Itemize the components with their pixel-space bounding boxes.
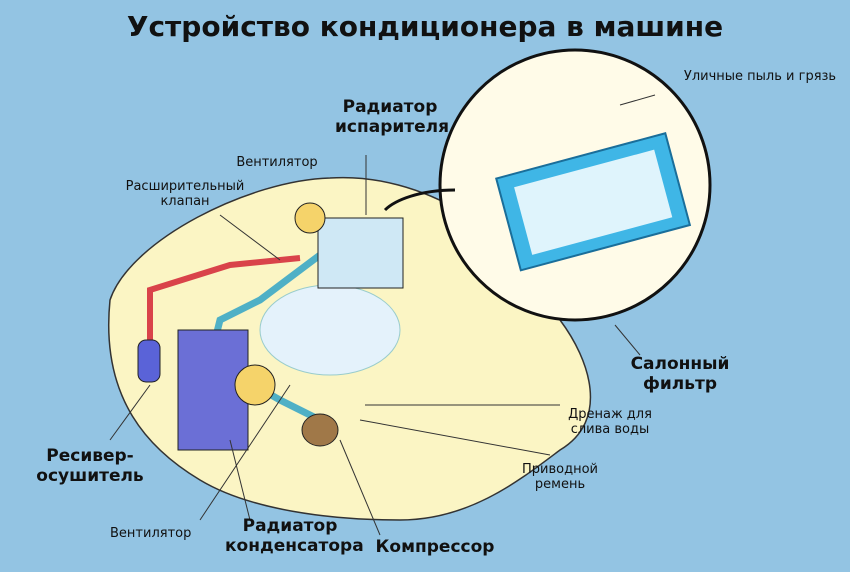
- label-receiver-dryer: Ресивер-осушитель: [36, 446, 144, 486]
- condenser-fan: [234, 364, 276, 406]
- label-compressor: Компрессор: [375, 537, 495, 557]
- label-fan-bottom: Вентилятор: [110, 526, 192, 541]
- leader-lines: [109, 94, 656, 536]
- hot-pipe: [147, 255, 301, 350]
- label-street-dust: Уличные пыль и грязь: [683, 69, 837, 84]
- evaporator-fan: [294, 202, 326, 234]
- cabin-filter-graphic: [495, 132, 692, 272]
- label-drive-belt: Приводной ремень: [522, 462, 598, 492]
- pointer-arrow: [383, 188, 456, 212]
- engine-block: [259, 284, 401, 376]
- diagram-title: Устройство кондиционера в машине: [126, 10, 724, 43]
- label-cabin-filter: Салонный фильтр: [630, 354, 730, 394]
- label-evaporator: Радиатор испарителя: [335, 97, 450, 137]
- receiver-dryer: [137, 339, 161, 383]
- label-fan-top: Вентилятор: [236, 155, 318, 170]
- label-expansion-valve: Расширительный клапан: [125, 179, 245, 209]
- label-condenser: Радиатор конденсатора: [225, 516, 364, 556]
- compressor: [301, 413, 339, 447]
- evaporator-box: [317, 217, 404, 289]
- label-drain: Дренаж для слива воды: [568, 407, 652, 437]
